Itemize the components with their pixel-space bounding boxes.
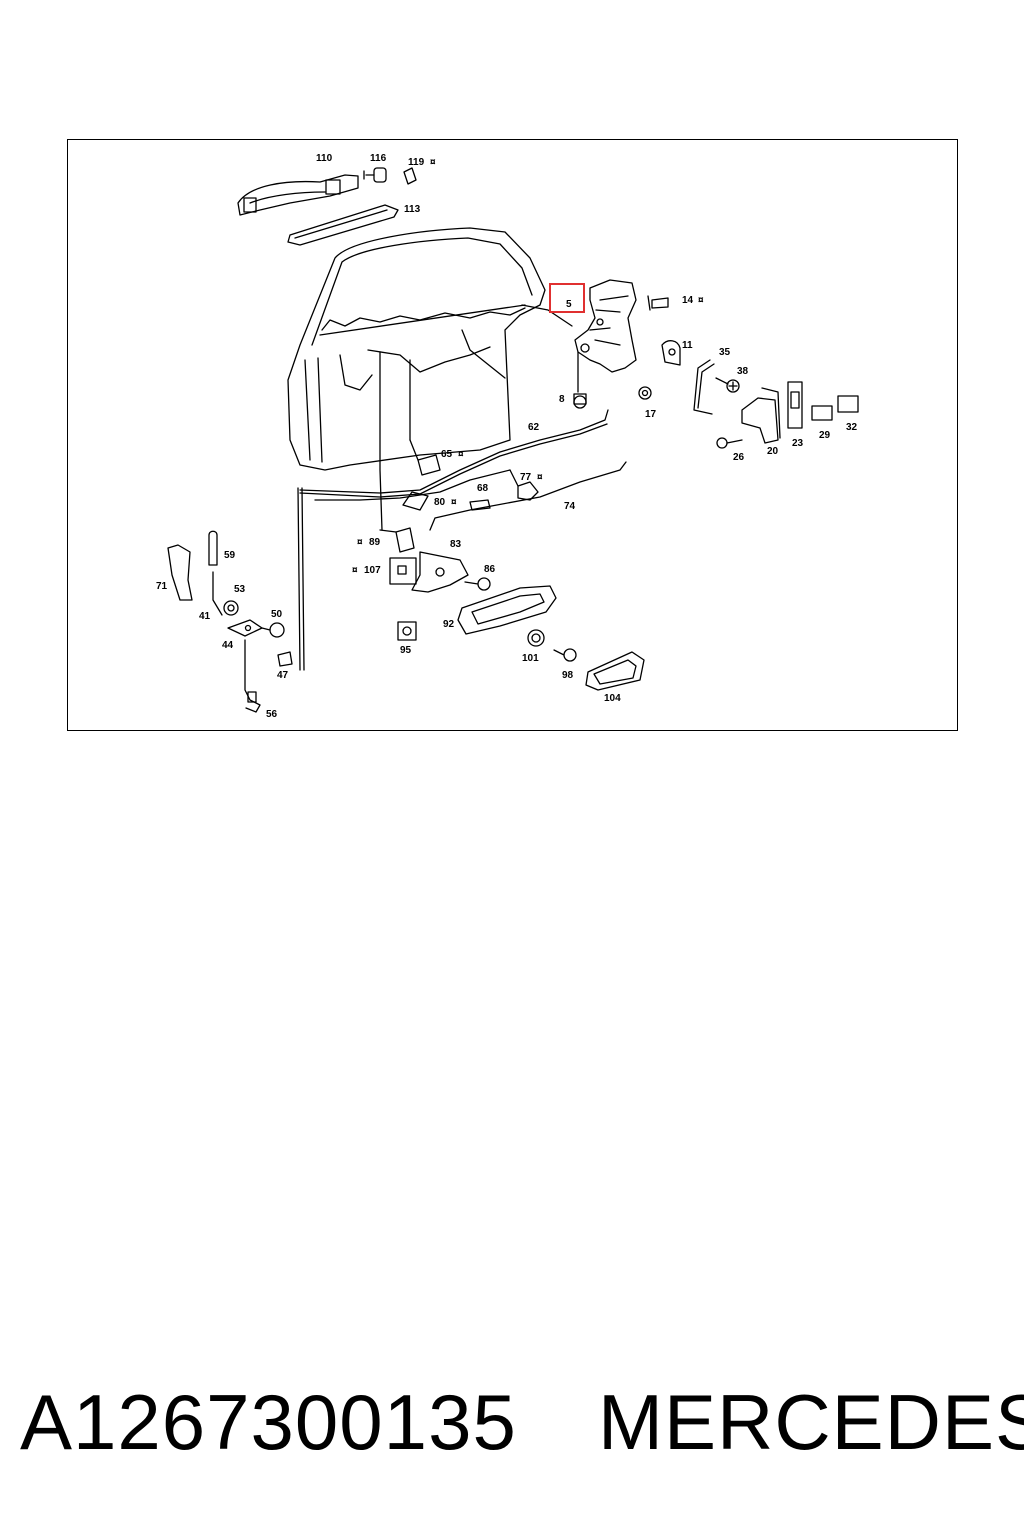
callout-104: 104 (604, 693, 621, 704)
outside-handle-110 (237, 174, 359, 216)
marker-77: ¤ (537, 472, 543, 483)
callout-50: 50 (271, 609, 283, 620)
clip-65 (409, 439, 441, 476)
rosette-101 (527, 629, 545, 647)
callout-41: 41 (199, 611, 211, 622)
knob-59 (208, 530, 218, 566)
bushing-50 (261, 622, 285, 638)
plate-23 (787, 381, 803, 429)
door-lock-5 (521, 279, 637, 393)
bushing-53 (223, 600, 239, 616)
marker-89: ¤ (357, 537, 363, 548)
callout-77: 77 (520, 472, 532, 483)
clip-119 (403, 167, 417, 185)
marker-14: ¤ (698, 295, 704, 306)
marker-107: ¤ (352, 565, 358, 576)
caption: A1267300135 MERCEDES (0, 1372, 1024, 1472)
callout-59: 59 (224, 550, 236, 561)
handle-92 (457, 585, 557, 635)
callout-107: 107 (364, 565, 381, 576)
callout-8: 8 (559, 394, 565, 405)
callout-17: 17 (645, 409, 657, 420)
clip-77 (509, 469, 539, 501)
callout-23: 23 (792, 438, 804, 449)
callout-110: 110 (316, 153, 333, 164)
marker-80: ¤ (451, 497, 457, 508)
highlight-box (549, 283, 585, 313)
screw-38 (715, 377, 740, 393)
callout-80: 80 (434, 497, 446, 508)
part-number: A1267300135 (20, 1378, 517, 1466)
rod-41 (212, 571, 223, 616)
striker-20 (741, 387, 781, 444)
callout-83: 83 (450, 539, 462, 550)
lever-44 (227, 619, 263, 637)
callout-56: 56 (266, 709, 278, 720)
callout-32: 32 (846, 422, 858, 433)
callout-35: 35 (719, 347, 731, 358)
callout-14: 14 (682, 295, 694, 306)
rod-main (297, 469, 511, 671)
callout-53: 53 (234, 584, 246, 595)
door-shell (287, 227, 546, 531)
callout-71: 71 (156, 581, 168, 592)
clip-68 (469, 499, 491, 511)
trim-104 (585, 651, 645, 691)
pad-29 (811, 405, 833, 421)
callout-98: 98 (562, 670, 574, 681)
screw-98 (553, 648, 577, 662)
callout-89: 89 (369, 537, 381, 548)
lever-83 (411, 551, 469, 593)
rod-62 (299, 409, 609, 498)
callout-20: 20 (767, 446, 779, 457)
rod-74 (429, 461, 627, 531)
cover-11 (661, 340, 681, 366)
callout-65: 65 (441, 449, 453, 460)
screw-14 (647, 295, 669, 311)
callout-26: 26 (733, 452, 745, 463)
callout-95: 95 (400, 645, 412, 656)
marker-119: ¤ (430, 157, 436, 168)
screw-86 (464, 577, 491, 591)
callout-11: 11 (682, 340, 693, 351)
callout-38: 38 (737, 366, 749, 377)
screw-17 (638, 386, 652, 400)
callout-119: 119 (408, 157, 425, 168)
callout-44: 44 (222, 640, 234, 651)
callout-74: 74 (564, 501, 576, 512)
callout-47: 47 (277, 670, 289, 681)
callout-101: 101 (522, 653, 539, 664)
link-56 (244, 639, 261, 713)
callout-62: 62 (528, 422, 540, 433)
callout-68: 68 (477, 483, 489, 494)
marker-65: ¤ (458, 449, 464, 460)
diagram-frame (67, 139, 958, 731)
plate-107 (389, 557, 417, 585)
bracket-89 (379, 527, 415, 553)
clip-80 (402, 491, 429, 511)
bracket-35 (693, 359, 715, 415)
bracket-71 (167, 544, 193, 601)
callout-29: 29 (819, 430, 831, 441)
screw-26 (716, 437, 743, 449)
seal-113 (287, 204, 399, 246)
brand-name: MERCEDES (598, 1378, 1024, 1466)
callout-86: 86 (484, 564, 496, 575)
callout-92: 92 (443, 619, 455, 630)
pad-32 (837, 395, 859, 413)
callout-116: 116 (370, 153, 387, 164)
clip-47 (277, 651, 293, 667)
callout-5: 5 (566, 299, 572, 310)
clip-95 (397, 621, 417, 641)
clip-116 (363, 167, 387, 183)
bolt-8 (573, 393, 587, 409)
callout-113: 113 (404, 204, 421, 215)
